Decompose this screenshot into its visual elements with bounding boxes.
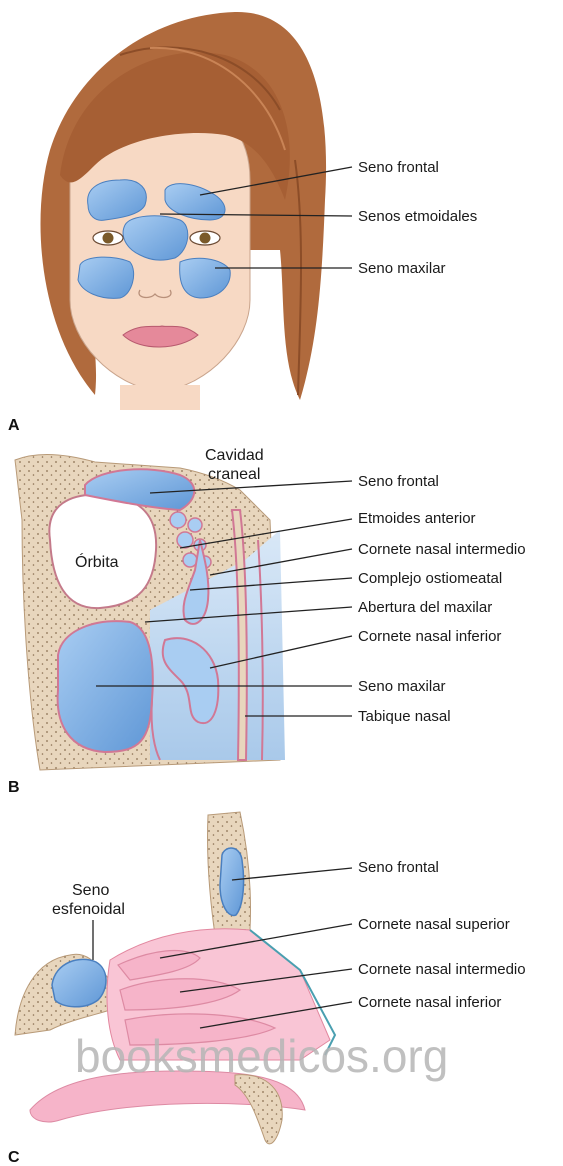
- panel-a-face: [40, 12, 326, 410]
- panel-c-organ-labels: Seno esfenoidal: [52, 882, 125, 918]
- label-b-etmoides-anterior: Etmoides anterior: [358, 510, 476, 527]
- label-b-seno-maxilar: Seno maxilar: [358, 678, 446, 695]
- label-b-abertura-maxilar: Abertura del maxilar: [358, 599, 492, 616]
- label-b-seno-frontal: Seno frontal: [358, 473, 439, 490]
- label-c-seno-line2: esfenoidal: [52, 901, 125, 918]
- label-b-cornete-intermedio: Cornete nasal intermedio: [358, 541, 526, 558]
- label-b-cornete-inferior: Cornete nasal inferior: [358, 628, 501, 645]
- label-seno-frontal: Seno frontal: [358, 159, 439, 176]
- panel-letter-a: A: [8, 417, 20, 434]
- label-seno-maxilar: Seno maxilar: [358, 260, 446, 277]
- label-c-cornete-superior: Cornete nasal superior: [358, 916, 510, 933]
- panel-b-labels: Seno frontal Etmoides anterior Cornete n…: [358, 473, 526, 725]
- label-orbita: Órbita: [75, 552, 119, 571]
- orbit: [49, 495, 156, 609]
- panel-letter-c: C: [8, 1149, 20, 1166]
- label-c-seno-frontal: Seno frontal: [358, 859, 439, 876]
- label-cavidad-line2: craneal: [208, 466, 260, 483]
- label-b-tabique-nasal: Tabique nasal: [358, 708, 451, 725]
- label-c-seno-line1: Seno: [72, 882, 109, 899]
- panel-a-labels: Seno frontal Senos etmoidales Seno maxil…: [358, 159, 477, 277]
- panel-c-labels: Seno frontal Cornete nasal superior Corn…: [358, 859, 526, 1011]
- label-c-cornete-inferior: Cornete nasal inferior: [358, 994, 501, 1011]
- frontal-sinus-sagittal: [220, 848, 244, 915]
- watermark: booksmedicos.org: [75, 1030, 448, 1082]
- panel-letter-b: B: [8, 779, 20, 796]
- label-senos-etmoidales: Senos etmoidales: [358, 208, 477, 225]
- panel-b-coronal: [15, 454, 285, 770]
- label-b-complejo-ostiomeatal: Complejo ostiomeatal: [358, 570, 502, 587]
- label-c-cornete-intermedio: Cornete nasal intermedio: [358, 961, 526, 978]
- label-cavidad-line1: Cavidad: [205, 447, 264, 464]
